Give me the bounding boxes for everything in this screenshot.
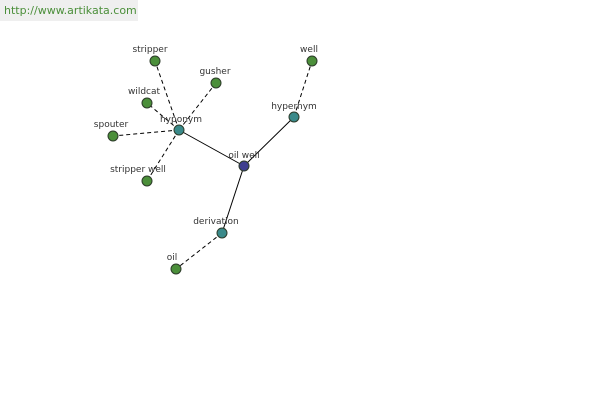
- graph-labels: oil well hyponym hypernym derivation strippe…: [94, 45, 318, 263]
- node-spouter[interactable]: [107, 130, 119, 142]
- graph-nodes: [107, 55, 318, 275]
- edge-oil-well-to-derivation: [221, 165, 245, 234]
- node-label-well: well: [300, 45, 318, 55]
- node-label-hypernym: hypernym: [271, 102, 317, 112]
- node-gusher[interactable]: [210, 77, 222, 89]
- node-label-derivation: derivation: [193, 217, 239, 227]
- edge-oil-well-to-hypernym: [243, 116, 295, 167]
- node-well[interactable]: [306, 55, 318, 67]
- node-label-spouter: spouter: [94, 120, 129, 130]
- edge-derivation-to-oil: [175, 232, 223, 270]
- node-derivation[interactable]: [216, 227, 228, 239]
- node-label-oil-well: oil well: [228, 151, 259, 161]
- edge-hyponym-to-gusher: [178, 82, 217, 131]
- node-oil[interactable]: [170, 263, 182, 275]
- node-wildcat[interactable]: [141, 97, 153, 109]
- node-label-stripper-well: stripper well: [110, 165, 166, 175]
- node-label-oil: oil: [167, 253, 178, 263]
- node-hypernym[interactable]: [288, 111, 300, 123]
- node-oil-well[interactable]: [238, 160, 250, 172]
- node-stripper-well[interactable]: [141, 175, 153, 187]
- source-link[interactable]: http://www.artikata.com: [0, 0, 138, 21]
- edge-hyponym-to-stripper-well: [146, 129, 180, 182]
- node-label-hyponym: hyponym: [160, 115, 202, 125]
- node-stripper[interactable]: [149, 55, 161, 67]
- node-label-gusher: gusher: [199, 67, 230, 77]
- graph-edges: [112, 60, 313, 270]
- node-hyponym[interactable]: [173, 124, 185, 136]
- edge-hyponym-to-stripper: [154, 60, 180, 131]
- node-label-stripper: stripper: [132, 45, 167, 55]
- edge-oil-well-to-hyponym: [178, 129, 245, 167]
- node-label-wildcat: wildcat: [128, 87, 161, 97]
- edge-hyponym-to-spouter: [112, 129, 180, 137]
- edge-hypernym-to-well: [293, 60, 313, 118]
